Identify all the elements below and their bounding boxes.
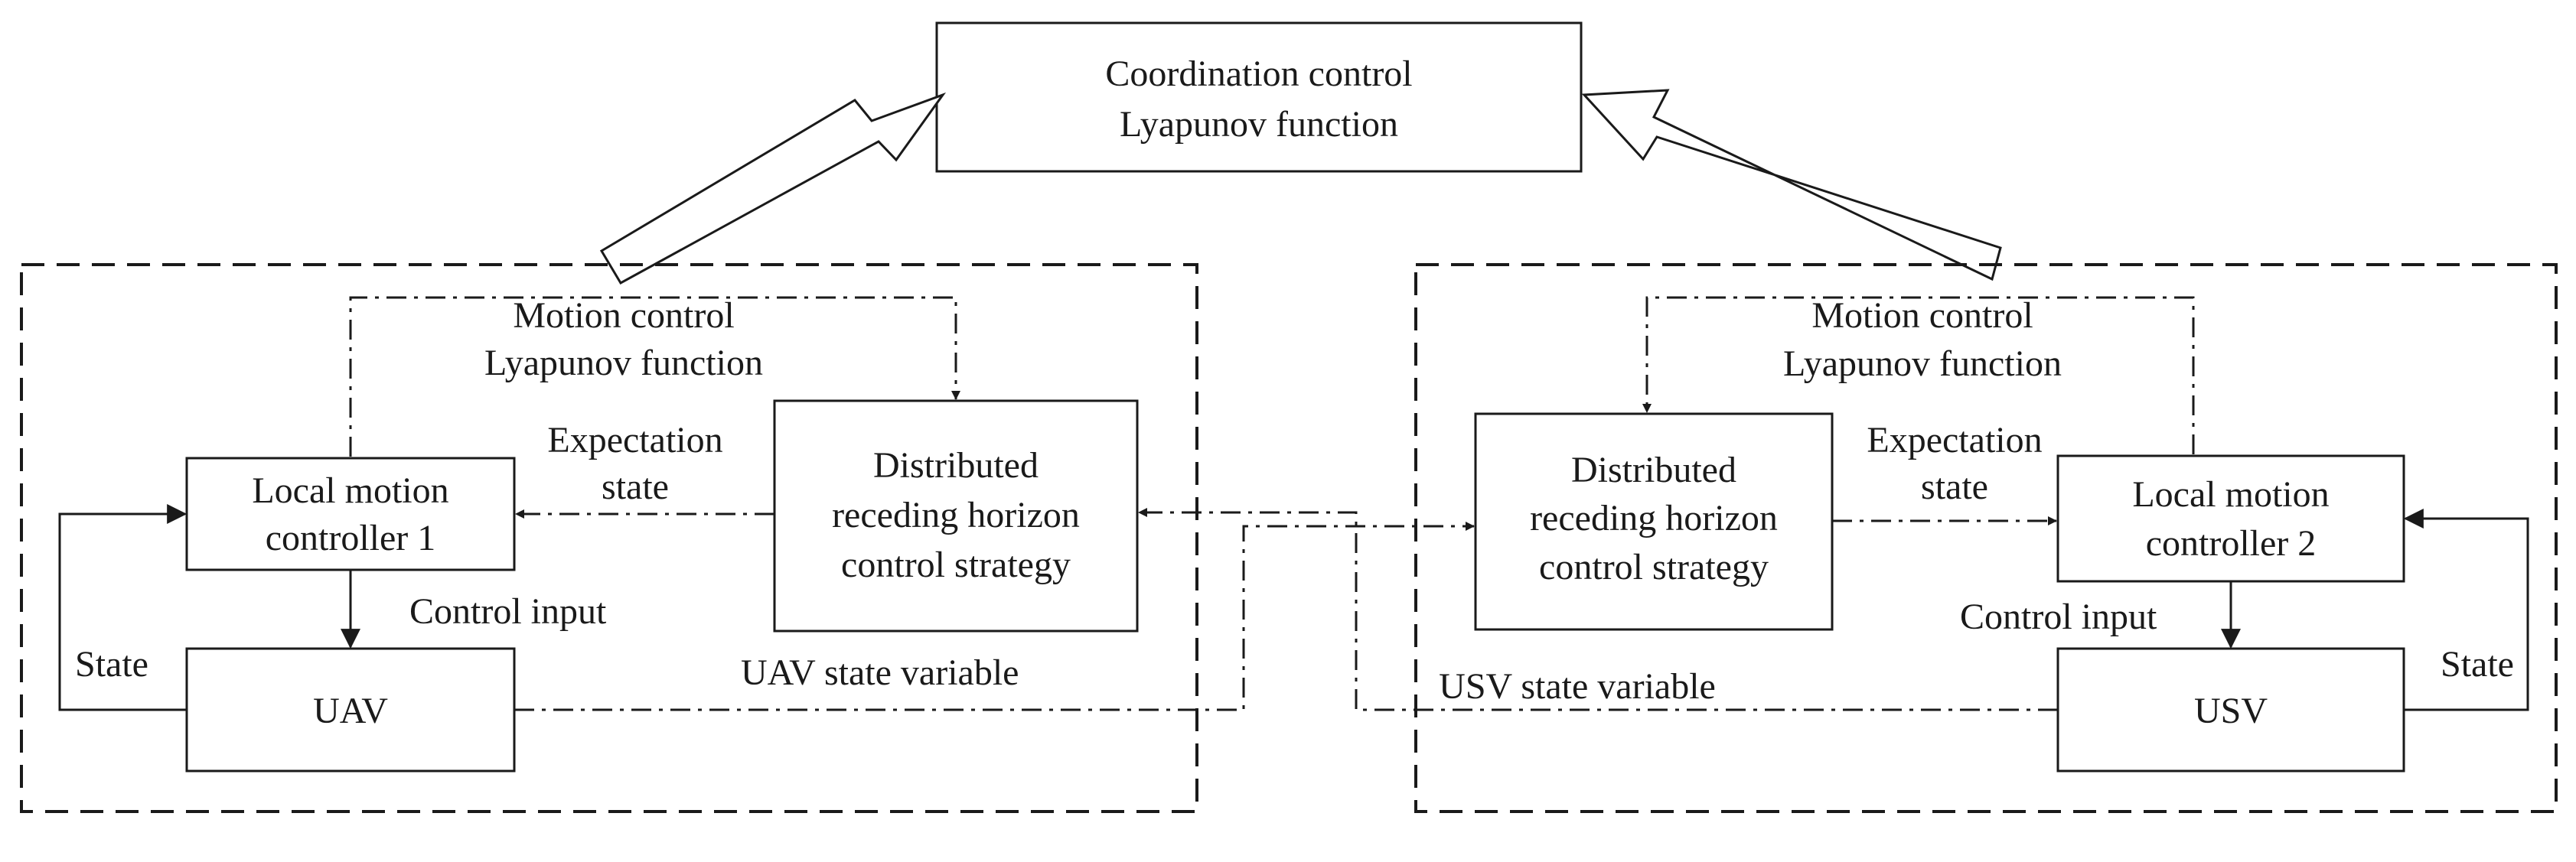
usv-control-input-label: Control input [1960, 597, 2157, 637]
usv-expectation-line2: state [1921, 467, 1988, 507]
usv-group-frame [1414, 263, 2558, 813]
uav-motion-control-line1: Motion control [513, 295, 734, 336]
uav-local-controller-box [185, 457, 516, 571]
uav-control-input-label: Control input [409, 591, 607, 632]
uav-group-frame [20, 263, 1198, 813]
usv-vehicle-box [2056, 647, 2405, 773]
uav-state-feedback-line [58, 504, 187, 711]
usv-state-variable-label: USV state variable [1439, 666, 1716, 707]
usv-to-coordination-arrow [1581, 89, 2002, 281]
usv-strategy-line3: control strategy [1539, 547, 1769, 587]
uav-controller-line2: controller 1 [266, 518, 436, 558]
uav-state-variable-label: UAV state variable [741, 652, 1019, 693]
uav-motion-control-line [349, 296, 960, 457]
uav-expectation-line1: Expectation [547, 420, 722, 460]
usv-controller-line2: controller 2 [2146, 523, 2317, 564]
usv-motion-control-line2: Lyapunov function [1783, 343, 2062, 384]
uav-strategy-box [773, 399, 1139, 633]
usv-state-feedback-line [2403, 509, 2529, 711]
uav-motion-control-line2: Lyapunov function [484, 343, 763, 383]
usv-local-controller-box [2056, 454, 2405, 583]
uav-strategy-line1: Distributed [873, 445, 1039, 486]
uav-vehicle-label: UAV [313, 691, 388, 731]
uav-strategy-line3: control strategy [841, 545, 1071, 585]
uav-controller-line1: Local motion [252, 470, 448, 511]
usv-motion-control-line1: Motion control [1811, 295, 2033, 336]
usv-controller-line1: Local motion [2132, 474, 2329, 515]
coordination-lyapunov-label: Lyapunov function [1120, 104, 1398, 145]
usv-vehicle-label: USV [2194, 691, 2268, 731]
usv-strategy-line1: Distributed [1571, 450, 1736, 490]
usv-state-variable-line [1138, 508, 2058, 711]
uav-to-coordination-arrow [599, 92, 947, 285]
usv-expectation-line1: Expectation [1867, 420, 2042, 460]
coordination-control-box [935, 21, 1583, 173]
usv-state-label: State [2441, 644, 2514, 685]
uav-strategy-line2: receding horizon [832, 495, 1080, 535]
usv-motion-control-line [1642, 296, 2195, 454]
coordination-control-label: Coordination control [1105, 54, 1412, 94]
uav-vehicle-box [185, 647, 516, 773]
uav-state-variable-line [514, 522, 1475, 711]
uav-expectation-line2: state [602, 467, 669, 507]
usv-strategy-line2: receding horizon [1530, 498, 1778, 538]
uav-state-label: State [75, 644, 148, 685]
